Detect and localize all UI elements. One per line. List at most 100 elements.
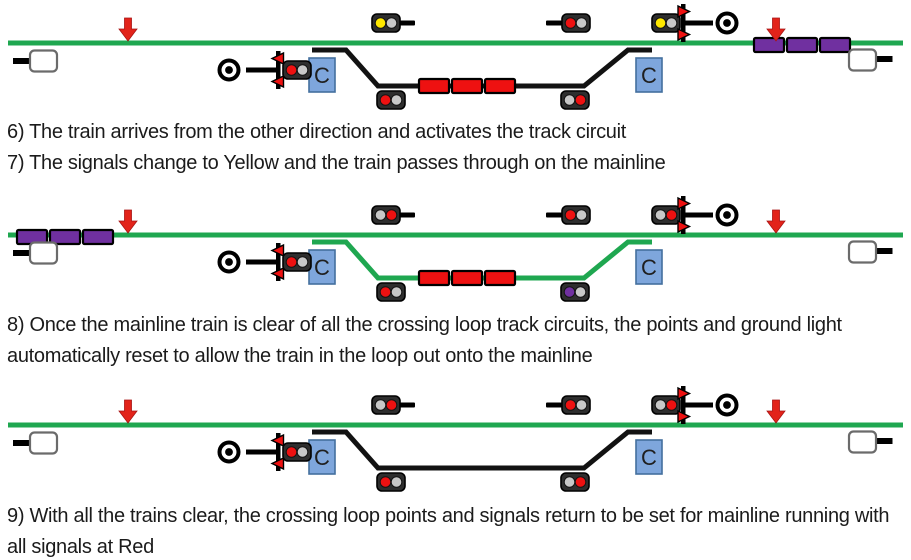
- signal-loop-left-light-right-off: [390, 286, 403, 298]
- caption-line-6: 6) The train arrives from the other dire…: [7, 121, 627, 143]
- signal-junction-left-feather-top: [270, 243, 285, 258]
- signal-junction-left-light-left-red: [285, 64, 298, 76]
- signal-junction-left-light-right-off: [296, 256, 309, 268]
- signal-junction-left-post: [276, 433, 281, 471]
- track-circuit-arrow-left: [118, 209, 138, 234]
- point-indicator-right-box: [635, 439, 663, 475]
- signal-loop-left-light-right-off: [390, 476, 403, 488]
- train-purple-car-2: [785, 36, 819, 54]
- point-indicator-right-label: C: [641, 445, 657, 470]
- signal-junction-right-feather-bottom: [677, 409, 692, 424]
- signal-top-mid-mast: [546, 402, 563, 408]
- signal-junction-left-feather-top: [270, 433, 285, 448]
- signal-loop-right-light-right-off: [574, 286, 587, 298]
- track-circuit-arrow-right: [766, 209, 786, 234]
- signal-top-left-mast: [399, 212, 415, 218]
- point-indicator-right-label: C: [641, 255, 657, 280]
- line-end-left-stub: [13, 250, 31, 256]
- track-circuit-arrow-left: [118, 399, 138, 424]
- line-end-left-box: [28, 49, 59, 73]
- point-indicator-left-label: C: [314, 255, 330, 280]
- train-red-car-2: [450, 77, 484, 95]
- track-circuit-arrow-right: [766, 17, 786, 42]
- caption-step-9: 9) With all the trains clear, the crossi…: [7, 505, 890, 558]
- caption-steps-6-7: 6) The train arrives from the other dire…: [7, 117, 908, 179]
- signal-junction-left-light-left-red: [285, 446, 298, 458]
- signal-junction-left-feather-top: [270, 51, 285, 66]
- ground-light-left-icon-dot: [225, 258, 233, 266]
- train-purple-car-3: [818, 36, 852, 54]
- signal-junction-right-light-right-off: [665, 17, 678, 29]
- signal-top-mid-mast: [546, 20, 563, 26]
- signal-junction-right-arm: [685, 212, 713, 218]
- line-end-right-stub: [875, 248, 893, 254]
- signal-junction-left-feather-bottom: [270, 74, 285, 89]
- ground-light-left-icon-dot: [225, 66, 233, 74]
- signal-junction-right-light-right-red: [665, 399, 678, 411]
- train-purple-car-2: [48, 228, 82, 246]
- point-indicator-left-label: C: [314, 445, 330, 470]
- train-red-car-3: [483, 269, 517, 287]
- signal-junction-left-light-right-off: [296, 446, 309, 458]
- train-red-car-1: [417, 77, 451, 95]
- signal-junction-right-feather-top: [677, 386, 692, 401]
- caption-line-7: 7) The signals change to Yellow and the …: [7, 152, 666, 174]
- ground-light-right-icon-dot: [723, 211, 731, 219]
- signal-top-left-light-left-off: [374, 209, 387, 221]
- line-end-left-box: [28, 241, 59, 265]
- train-purple-car-3: [81, 228, 115, 246]
- signal-junction-right-post: [681, 196, 686, 234]
- signal-junction-right-arm: [685, 20, 713, 26]
- train-purple-car-1: [752, 36, 786, 54]
- signal-top-mid-light-left-red: [564, 17, 577, 29]
- signal-junction-right-post: [681, 4, 686, 42]
- ground-light-right-icon-dot: [723, 401, 731, 409]
- signal-top-left-light-left-off: [374, 399, 387, 411]
- line-end-left-stub: [13, 440, 31, 446]
- signal-loop-left-light-left-red: [379, 286, 392, 298]
- ground-light-left-icon-dot: [225, 448, 233, 456]
- signal-junction-right-light-right-red: [665, 209, 678, 221]
- signal-top-left-light-right-red: [385, 209, 398, 221]
- signal-loop-right-light-right-red: [574, 476, 587, 488]
- signal-junction-right-light-left-yellow: [654, 17, 667, 29]
- signal-top-left-light-right-off: [385, 17, 398, 29]
- line-end-right-box: [847, 430, 878, 454]
- signal-loop-right-light-right-red: [574, 94, 587, 106]
- signal-loop-left-light-left-red: [379, 94, 392, 106]
- signal-loop-right-light-left-off: [563, 476, 576, 488]
- line-end-left-box: [28, 431, 59, 455]
- train-red-car-1: [417, 269, 451, 287]
- line-end-right-box: [847, 240, 878, 264]
- signal-top-mid-light-left-red: [564, 209, 577, 221]
- signal-junction-right-feather-bottom: [677, 27, 692, 42]
- track-circuit-arrow-left: [118, 17, 138, 42]
- signal-junction-left-post: [276, 51, 281, 89]
- signal-junction-right-light-left-off: [654, 209, 667, 221]
- signal-junction-left-feather-bottom: [270, 266, 285, 281]
- signal-top-left-mast: [399, 20, 415, 26]
- signal-loop-right-light-left-purple: [563, 286, 576, 298]
- line-end-left-stub: [13, 58, 31, 64]
- train-red-car-3: [483, 77, 517, 95]
- signal-junction-left-feather-bottom: [270, 456, 285, 471]
- train-red-car-2: [450, 269, 484, 287]
- point-indicator-right-box: [635, 249, 663, 285]
- track-circuit-arrow-right: [766, 399, 786, 424]
- signal-junction-right-post: [681, 386, 686, 424]
- signal-loop-right-light-left-off: [563, 94, 576, 106]
- signal-junction-right-feather-bottom: [677, 219, 692, 234]
- point-indicator-right-label: C: [641, 63, 657, 88]
- signal-junction-right-arm: [685, 402, 713, 408]
- line-end-right-box: [847, 48, 878, 72]
- point-indicator-left-label: C: [314, 63, 330, 88]
- signal-junction-right-light-left-off: [654, 399, 667, 411]
- signal-top-mid-light-left-red: [564, 399, 577, 411]
- caption-step-8: 8) Once the mainline train is clear of a…: [7, 314, 842, 367]
- signal-junction-left-light-left-red: [285, 256, 298, 268]
- signal-junction-right-feather-top: [677, 196, 692, 211]
